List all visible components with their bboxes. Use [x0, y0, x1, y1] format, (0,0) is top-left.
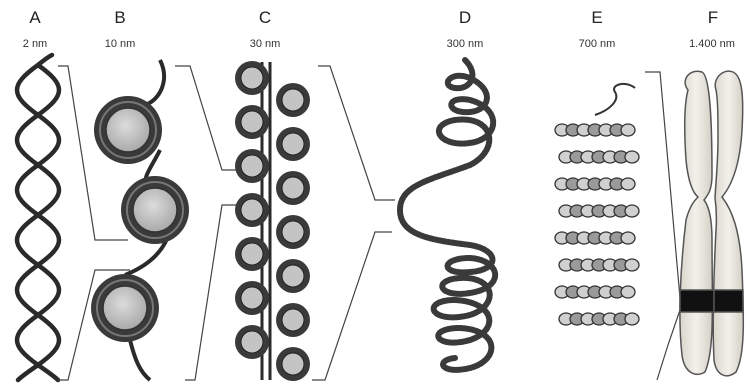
- fiber-nucleosome-core: [282, 133, 304, 155]
- fiber-nucleosome-core: [241, 243, 263, 265]
- condensed-loop-blob: [625, 313, 639, 325]
- fiber-nucleosome-core: [241, 111, 263, 133]
- condensed-loop-blob: [621, 232, 635, 244]
- condensed-loop-blob: [621, 286, 635, 298]
- condensed-loop-blob: [625, 205, 639, 217]
- dna-double-helix: [17, 55, 59, 380]
- condensed-loop-blob: [625, 259, 639, 271]
- fiber-nucleosome-core: [282, 353, 304, 375]
- zoom-bracket-e-f: [645, 72, 680, 380]
- solenoid-30nm-fiber: [235, 61, 310, 381]
- fiber-nucleosome-core: [241, 155, 263, 177]
- fiber-nucleosome-core: [282, 309, 304, 331]
- fiber-nucleosome-core: [282, 221, 304, 243]
- condensed-loop-blob: [621, 178, 635, 190]
- fiber-nucleosome-core: [241, 287, 263, 309]
- fiber-nucleosome-core: [282, 265, 304, 287]
- nucleosome-fiber: [91, 60, 189, 380]
- fiber-nucleosome-core: [282, 177, 304, 199]
- metaphase-chromosome: [680, 71, 743, 376]
- fiber-nucleosome-core: [241, 331, 263, 353]
- condensed-loop-blob: [625, 151, 639, 163]
- fiber-nucleosome-core: [241, 199, 263, 221]
- condensed-loop-blob: [621, 124, 635, 136]
- fiber-nucleosome-core: [282, 89, 304, 111]
- fiber-nucleosome-core: [241, 67, 263, 89]
- condensed-chromatin-section: [555, 84, 639, 325]
- looped-domain-fiber: [400, 60, 495, 370]
- zoom-bracket-c-d: [312, 66, 395, 380]
